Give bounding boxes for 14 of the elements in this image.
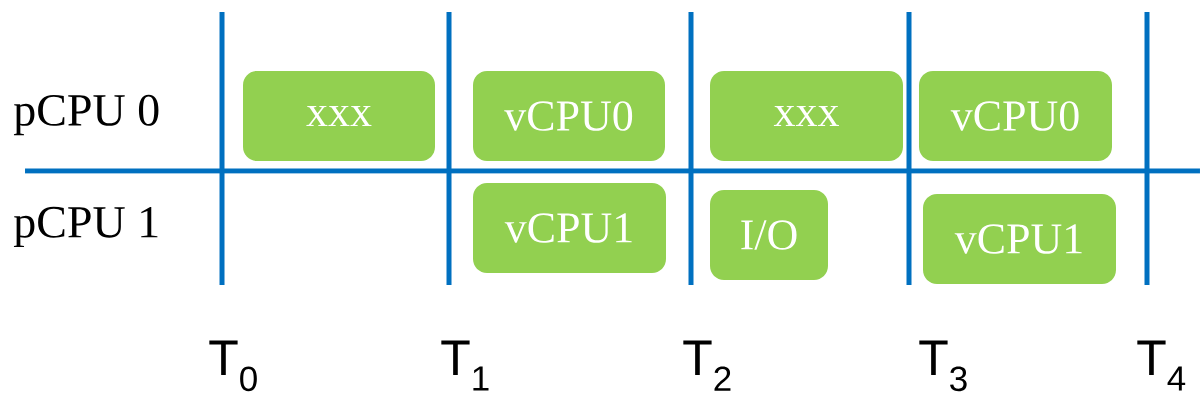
row-label: pCPU 0 bbox=[13, 94, 159, 136]
time-label: T$_{1}$ bbox=[441, 340, 489, 391]
task-box: vCPU1 bbox=[923, 194, 1116, 284]
task-box: xxx bbox=[710, 71, 903, 161]
task-box: I/O bbox=[710, 190, 828, 280]
task-box: vCPU1 bbox=[473, 183, 666, 273]
task-box: vCPU0 bbox=[473, 71, 665, 161]
time-label: T$_{4}$ bbox=[1137, 340, 1186, 391]
time-label: T$_{0}$ bbox=[209, 340, 257, 392]
task-box: vCPU0 bbox=[919, 71, 1112, 161]
row-label: pCPU 1 bbox=[13, 206, 158, 248]
time-label: T$_{2}$ bbox=[683, 340, 731, 391]
task-box: xxx bbox=[243, 71, 435, 161]
time-label: T$_{3}$ bbox=[919, 340, 967, 392]
